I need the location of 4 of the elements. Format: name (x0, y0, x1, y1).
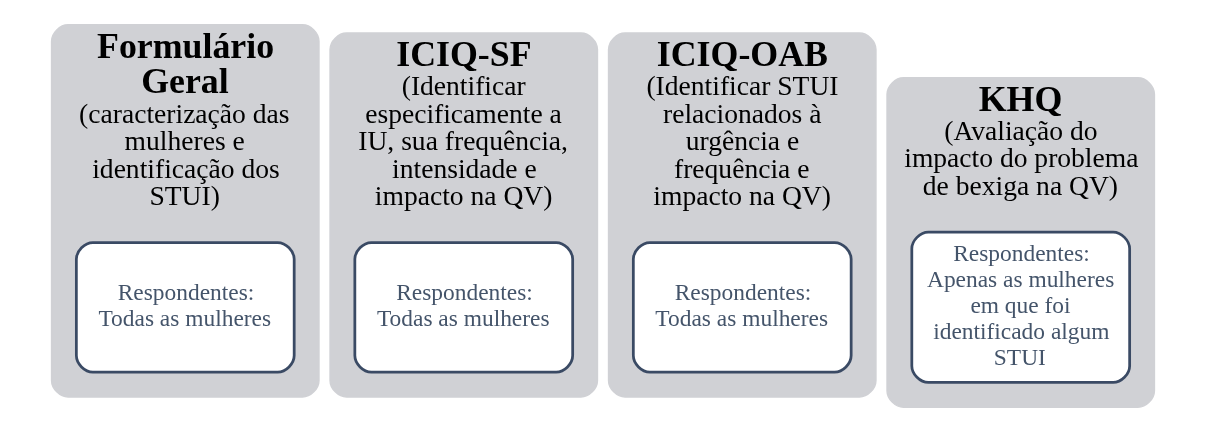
node-box: Respondentes: Todas as mulheres (74, 241, 296, 374)
node-box: Respondentes: Todas as mulheres (352, 241, 574, 374)
node-box: Respondentes: Apenas as mulheres em que foi identificado algum STUI (909, 230, 1131, 384)
node-box: Respondentes: Todas as mulheres (631, 241, 853, 374)
